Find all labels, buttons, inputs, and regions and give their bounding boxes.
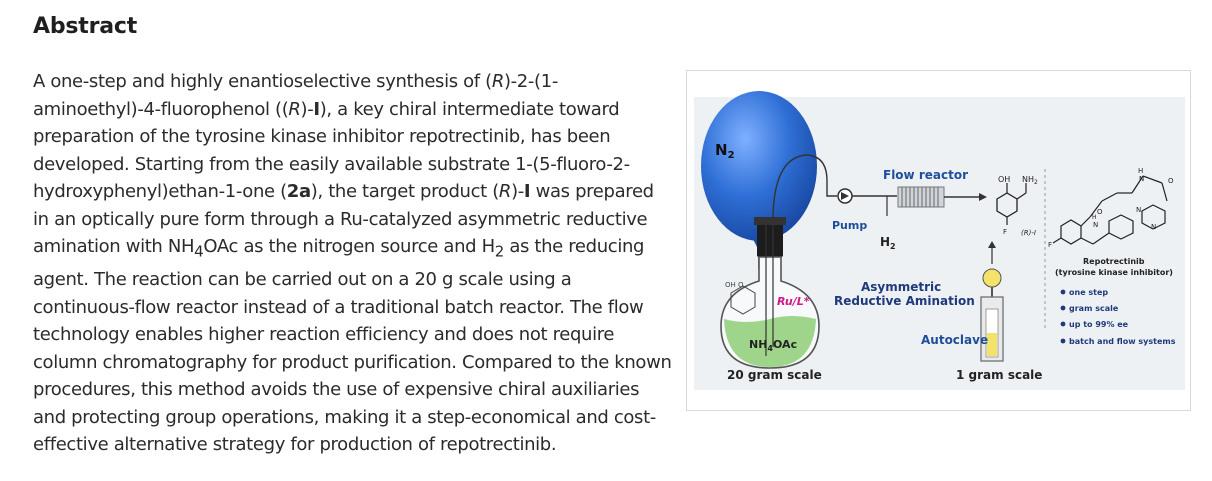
autoclave-scale-label: 1 gram scale (956, 368, 1042, 382)
graphical-abstract-svg: N2 OH O Ru/L* NH4OAc 20 gram scale Pump (694, 91, 1185, 390)
drug-n4-label: N (1151, 223, 1156, 231)
drug-h2-label: H (1092, 214, 1097, 221)
feature-bullets: one step gram scale up to 99% ee batch a… (1060, 288, 1176, 346)
nh4oac-label: NH4OAc (749, 338, 797, 353)
h2-label: H2 (880, 235, 896, 251)
abstract-paragraph: A one-step and highly enantioselective s… (33, 71, 672, 456)
drug-class-label: (tyrosine kinase inhibitor) (1055, 268, 1173, 277)
abstract-heading: Abstract (33, 14, 138, 39)
catalyst-label: Ru/L* (777, 295, 810, 308)
product-structure: OH NH2 F (R)-I (996, 175, 1038, 237)
substrate-label: OH O (725, 281, 744, 289)
reaction-flask: OH O Ru/L* NH4OAc (720, 217, 820, 369)
batch-scale-label: 20 gram scale (727, 368, 822, 382)
pump-label: Pump (832, 219, 867, 232)
bullet-item: one step (1069, 288, 1108, 297)
drug-o2-label: O (1168, 177, 1174, 185)
reductive-amination-label: Reductive Amination (834, 294, 975, 308)
bullet-item: up to 99% ee (1069, 320, 1129, 329)
drug-h1-label: H (1138, 167, 1143, 175)
autoclave-label: Autoclave (921, 333, 988, 347)
product-nh2-label: NH2 (1022, 175, 1038, 186)
balloon-label: N2 (715, 141, 735, 161)
bullet-item: gram scale (1069, 304, 1119, 313)
drug-o-label: O (1097, 208, 1103, 216)
drug-n2-label: N (1136, 206, 1141, 214)
pump: Pump (832, 188, 867, 232)
graphical-abstract-figure[interactable]: N2 OH O Ru/L* NH4OAc 20 gram scale Pump (686, 70, 1191, 411)
repotrectinib-structure (1052, 175, 1168, 245)
flow-reactor-label: Flow reactor (883, 168, 968, 182)
asymmetric-label: Asymmetric (861, 280, 941, 294)
flow-tubing (772, 154, 837, 222)
product-r-label: (R)-I (1021, 229, 1036, 237)
drug-n1-label: N (1139, 175, 1144, 183)
bullet-item: batch and flow systems (1069, 337, 1176, 346)
drug-name-label: Repotrectinib (1083, 257, 1145, 266)
drug-f-label: F (1048, 241, 1052, 249)
drug-n3-label: N (1093, 221, 1098, 229)
product-oh-label: OH (998, 175, 1010, 184)
autoclave (980, 241, 1004, 362)
product-f-label: F (1003, 228, 1007, 236)
flow-reactor-coil (897, 186, 945, 208)
